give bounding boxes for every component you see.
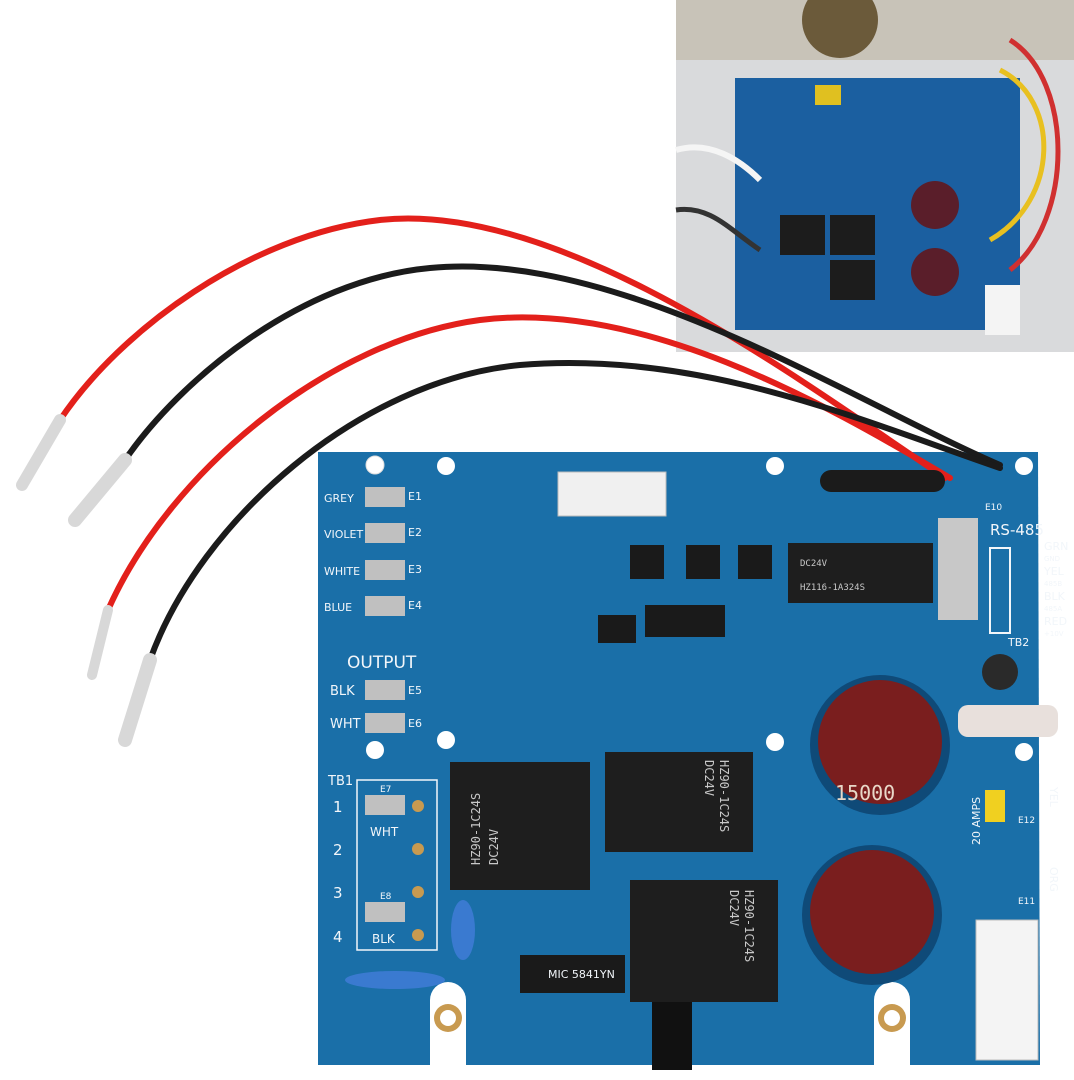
- label-output-blk: BLK: [330, 684, 355, 699]
- inset-installed-board-photo: [675, 0, 1074, 352]
- label-org: ORG: [1047, 867, 1060, 892]
- label-tb1-4: 4: [333, 928, 343, 946]
- label-e8: E8: [380, 892, 392, 902]
- label-e3: E3: [408, 563, 422, 576]
- control-board: MIC 5841YN HZ90-1C24S DC24V HZ90-1C24S D…: [318, 452, 1068, 1070]
- svg-text:YEL: YEL: [1043, 565, 1065, 578]
- label-tb1-wht: WHT: [370, 825, 399, 839]
- connector-j5: [975, 919, 1039, 1061]
- svg-text:GND: GND: [1044, 555, 1060, 563]
- relay-label: HZ90-1C24S: [717, 760, 731, 832]
- label-e1: E1: [408, 490, 422, 503]
- label-tb1-2: 2: [333, 841, 343, 859]
- label-tb2: TB2: [1007, 636, 1029, 649]
- relay-voltage: DC24V: [727, 890, 741, 926]
- chip-u5: [520, 955, 625, 993]
- label-blue: BLUE: [324, 601, 352, 614]
- relay-label: HZ90-1C24S: [469, 793, 483, 865]
- relay-k4-label: HZ116-1A324S: [800, 583, 865, 593]
- label-tb1-blk: BLK: [372, 932, 396, 946]
- connector-j1: [557, 471, 667, 517]
- label-grey: GREY: [324, 492, 354, 505]
- capacitor-label: 15000: [835, 781, 895, 805]
- label-e2: E2: [408, 526, 422, 539]
- label-output-wht: WHT: [330, 717, 361, 732]
- label-white: WHITE: [324, 565, 360, 578]
- relay-k2: [630, 880, 778, 1002]
- resistor: [958, 705, 1058, 737]
- label-tb1-3: 3: [333, 884, 343, 902]
- label-e5: E5: [408, 684, 422, 697]
- relay-k3: [450, 762, 590, 890]
- connector-j6: [652, 995, 692, 1070]
- label-e4: E4: [408, 599, 422, 612]
- heatsink: [938, 518, 978, 620]
- relay-k4-voltage: DC24V: [800, 559, 828, 569]
- relay-voltage: DC24V: [702, 760, 716, 796]
- svg-text:GRN: GRN: [1044, 540, 1068, 553]
- wire-harness: [16, 215, 1003, 747]
- svg-text:RED: RED: [1044, 615, 1067, 628]
- label-e6: E6: [408, 717, 422, 730]
- label-e11: E11: [1018, 897, 1035, 907]
- svg-text:485A: 485A: [1044, 605, 1062, 613]
- label-output: OUTPUT: [347, 653, 417, 673]
- relay-k1b: [605, 752, 753, 852]
- label-tb1: TB1: [327, 774, 353, 789]
- relay-label: HZ90-1C24S: [742, 890, 756, 962]
- label-yel: YEL: [1047, 786, 1060, 808]
- label-violet: VIOLET: [324, 528, 364, 541]
- label-e12: E12: [1018, 816, 1035, 826]
- input-terminals: [365, 487, 405, 922]
- fuse: [985, 790, 1005, 822]
- relay-k4: [788, 543, 933, 603]
- rs485-pin-labels: GRN GND YEL 485B BLK 485A RED +10V: [1043, 540, 1068, 638]
- svg-text:485B: 485B: [1044, 580, 1062, 588]
- label-20-amps: 20 AMPS: [970, 797, 983, 845]
- label-rs485: RS-485: [990, 521, 1044, 539]
- label-e7: E7: [380, 785, 391, 795]
- relay-voltage: DC24V: [487, 829, 501, 865]
- chip-label: MIC 5841YN: [548, 968, 615, 981]
- svg-text:BLK: BLK: [1044, 590, 1066, 603]
- svg-text:+10V: +10V: [1044, 630, 1064, 638]
- label-tb1-1: 1: [333, 798, 343, 816]
- label-e10: E10: [985, 503, 1002, 513]
